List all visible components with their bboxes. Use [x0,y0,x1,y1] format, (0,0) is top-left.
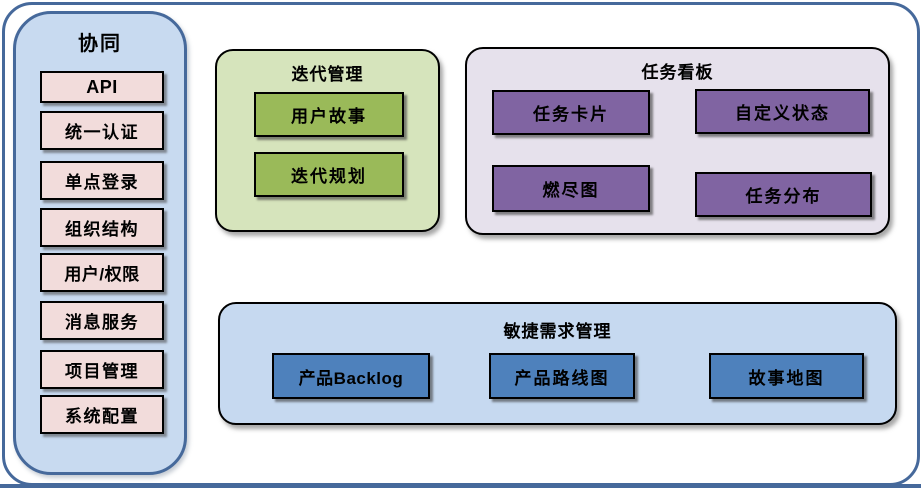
iteration-panel-title: 迭代管理 [291,65,364,84]
sidebar-item-project-management: 项目管理 [40,350,164,389]
feature-box-user-story: 用户故事 [254,92,404,137]
feature-box-product-roadmap: 产品路线图 [489,353,635,399]
collaboration-sidebar: 协同 API 统一认证 单点登录 组织结构 用户/权限 消息服务 项目管理 系统… [13,11,187,475]
sidebar-title: 协同 [78,33,122,55]
task-kanban-panel: 任务看板 任务卡片 自定义状态 燃尽图 任务分布 [465,47,890,235]
sidebar-item-org-structure: 组织结构 [40,208,164,247]
feature-box-product-backlog: 产品Backlog [272,353,430,399]
sidebar-item-unified-auth: 统一认证 [40,111,164,150]
sidebar-item-message-service: 消息服务 [40,301,164,340]
sidebar-item-users-permissions: 用户/权限 [40,253,164,292]
sidebar-item-system-config: 系统配置 [40,395,164,434]
requirements-panel-title: 敏捷需求管理 [503,322,612,341]
iteration-management-panel: 迭代管理 用户故事 迭代规划 [215,49,440,232]
agile-requirements-panel: 敏捷需求管理 产品Backlog 产品路线图 故事地图 [218,302,897,425]
feature-box-story-map: 故事地图 [709,353,864,399]
sidebar-item-api: API [40,71,164,103]
feature-box-task-distribution: 任务分布 [695,172,872,217]
feature-box-iteration-planning: 迭代规划 [254,152,404,197]
feature-box-task-card: 任务卡片 [492,90,650,135]
sidebar-item-single-sign-on: 单点登录 [40,161,164,200]
feature-box-custom-status: 自定义状态 [695,89,870,134]
feature-box-burndown-chart: 燃尽图 [492,165,650,212]
kanban-panel-title: 任务看板 [641,63,714,82]
bottom-border-line [0,484,921,488]
